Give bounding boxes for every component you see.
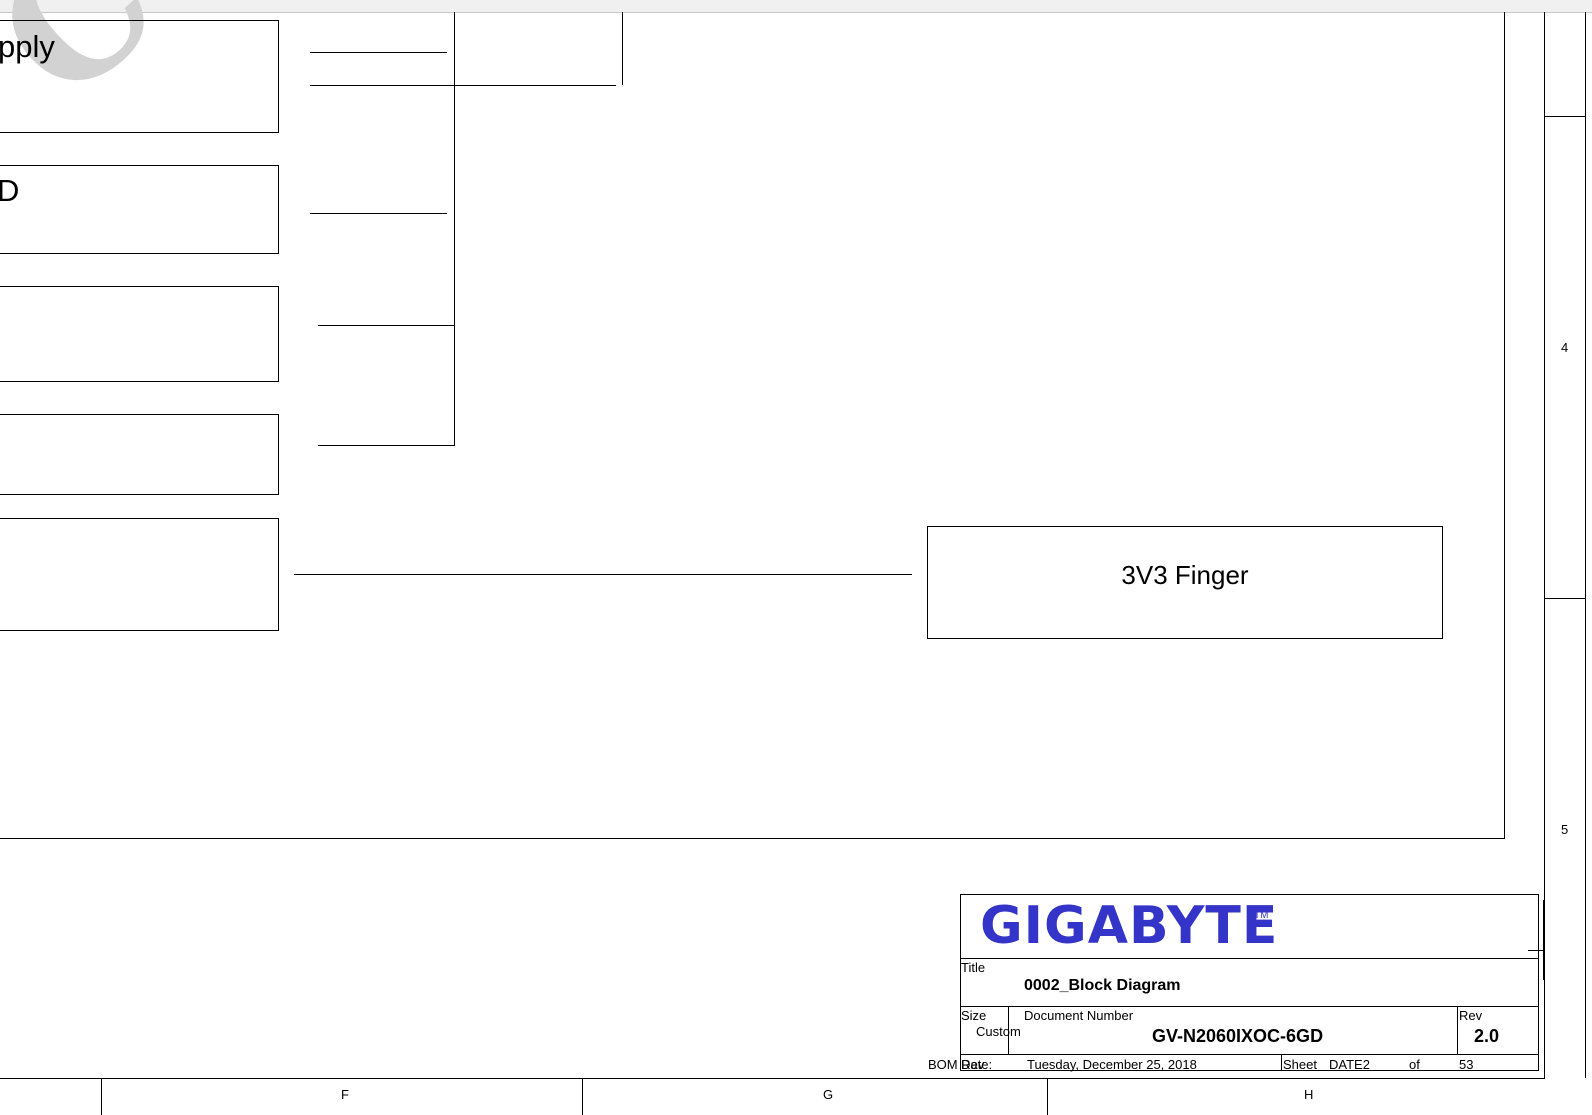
- title-block-edge-mark: [1528, 950, 1544, 951]
- title-block-divider: [960, 958, 1539, 959]
- of-label: of: [1409, 1057, 1420, 1072]
- zone-label-bottom: H: [1304, 1087, 1314, 1102]
- gigabyte-logo: GIGABYTE: [980, 896, 1279, 956]
- rev-value: 2.0: [1474, 1026, 1500, 1046]
- bom-rev-label: BOM Rev: [928, 1057, 985, 1072]
- trademark-symbol: TM: [1254, 910, 1269, 921]
- connection-line: [310, 213, 447, 214]
- sheet-value: DATE2: [1329, 1057, 1370, 1072]
- block: [0, 518, 279, 631]
- zone-divider: [1544, 116, 1586, 117]
- date-label: Date:: [961, 1057, 993, 1072]
- zone-label-right: 4: [1561, 340, 1569, 355]
- title-block-divider: [960, 1054, 1539, 1055]
- block-label: pply: [0, 29, 55, 64]
- size-label: Size: [961, 1008, 987, 1023]
- connection-line: [622, 12, 623, 85]
- document-number: GV-N2060IXOC-6GD: [1152, 1026, 1324, 1046]
- total-sheets: 53: [1459, 1057, 1474, 1072]
- title-block-divider: [960, 1006, 1539, 1007]
- frame-right-border: [1504, 12, 1505, 838]
- title-block: [960, 894, 1539, 1071]
- bus-line: [454, 12, 455, 446]
- rev-label: Rev: [1459, 1008, 1483, 1023]
- block: [0, 286, 279, 382]
- zone-divider: [1544, 598, 1586, 599]
- block-label: D: [0, 173, 20, 208]
- date-value: Tuesday, December 25, 2018: [1027, 1057, 1197, 1072]
- block-label: 3V3 Finger: [1121, 560, 1249, 590]
- sheet-label: Sheet: [1283, 1057, 1317, 1072]
- block: D: [0, 165, 279, 254]
- zone-row-top-border: [0, 1078, 1545, 1079]
- zone-label-bottom: F: [341, 1087, 349, 1102]
- block: [0, 414, 279, 495]
- zone-divider: [101, 1078, 102, 1115]
- block-power-supply: pply: [0, 20, 279, 133]
- zone-column-right-border: [1585, 12, 1586, 1078]
- connection-line: [318, 325, 455, 326]
- zone-label-right: 5: [1561, 822, 1569, 837]
- sheet-title: 0002_Block Diagram: [1024, 977, 1181, 994]
- title-block-divider: [1457, 1006, 1458, 1054]
- connection-line: [310, 85, 616, 86]
- size-value: Custom: [976, 1024, 1021, 1039]
- title-block-divider: [1008, 1006, 1009, 1054]
- block-3v3-finger: 3V3 Finger: [927, 526, 1443, 639]
- frame-bottom-border: [0, 838, 1505, 839]
- document-number-label: Document Number: [1024, 1008, 1134, 1023]
- title-block-divider: [1281, 1054, 1282, 1071]
- viewer-top-edge: [0, 0, 1592, 13]
- zone-divider: [1047, 1078, 1048, 1115]
- zone-column-left-border: [1544, 12, 1545, 1078]
- title-block-edge-mark: [1543, 900, 1545, 980]
- zone-divider: [582, 1078, 583, 1115]
- title-label: Title: [961, 960, 986, 975]
- connection-line: [318, 445, 455, 446]
- connection-line: [310, 52, 447, 53]
- zone-label-bottom: G: [823, 1087, 834, 1102]
- connection-line: [294, 574, 912, 575]
